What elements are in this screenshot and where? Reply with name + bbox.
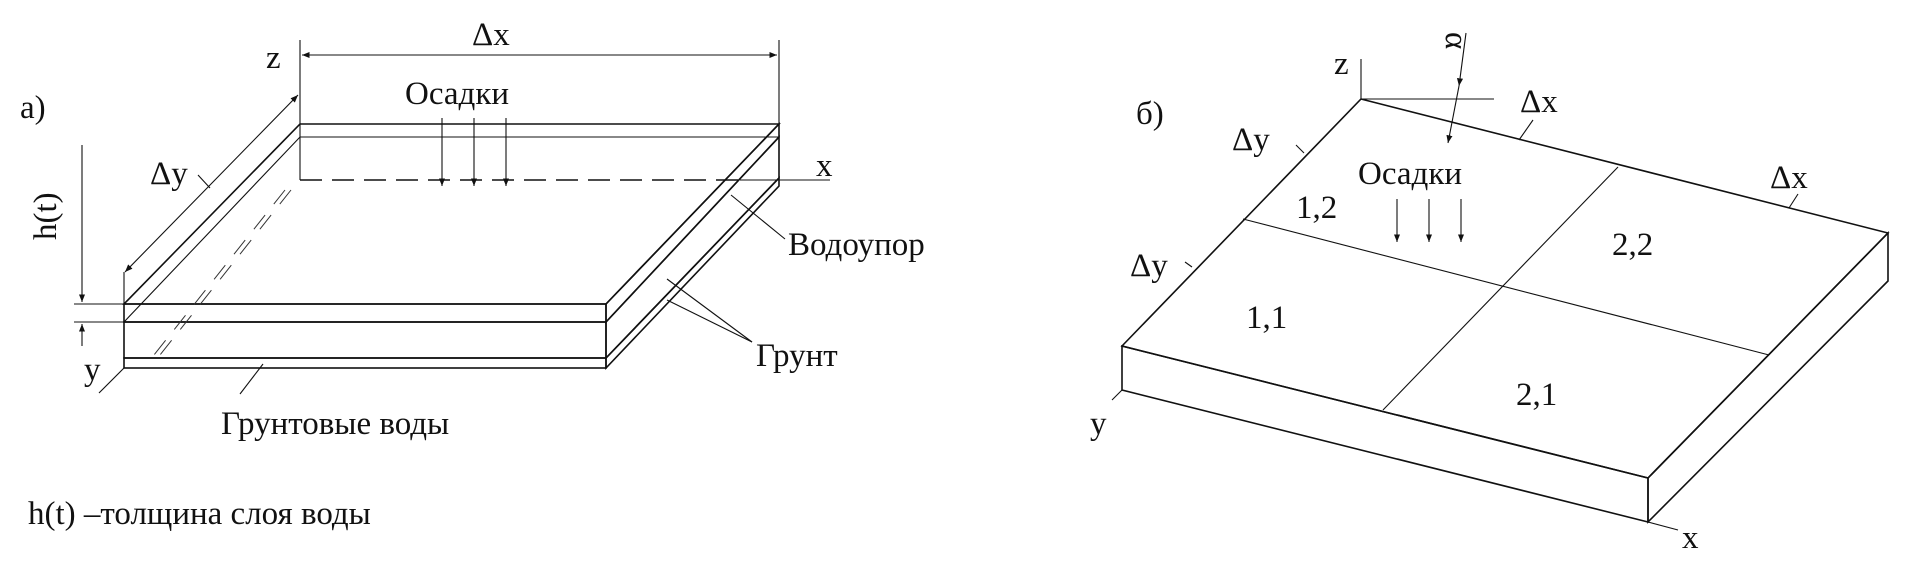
soil-layer-front — [123, 321, 607, 359]
water-surface-line — [123, 136, 779, 323]
groundwater-layer-side — [605, 176, 780, 371]
groundwater-label: Грунтовые воды — [221, 406, 449, 442]
precipitation-label: Осадки — [1358, 156, 1462, 192]
right-face — [1647, 231, 1889, 524]
alpha-arrow — [1456, 32, 1467, 87]
inclined-rain-arrow — [1446, 85, 1460, 144]
top-face — [1120, 98, 1890, 479]
y-axis — [1111, 389, 1123, 401]
h-label: h(t) — [28, 192, 64, 240]
dx-leader — [1518, 119, 1534, 141]
panel-b: б) 1,2 2,2 1,1 2,1 z y x α Δx Δx Δy Δy — [1090, 32, 1890, 556]
soil-leader — [666, 299, 753, 343]
soil-layer-side — [605, 134, 780, 360]
cell-1-1: 1,1 — [1246, 300, 1287, 336]
x-axis-label: x — [1682, 520, 1699, 556]
precipitation-label: Осадки — [405, 76, 509, 112]
h-legend: h(t) –толщина слоя воды — [28, 496, 371, 532]
panel-a-label: а) — [20, 90, 46, 126]
dx-label: Δx — [1520, 84, 1558, 120]
layered-slab — [122, 122, 781, 371]
dx-label-2: Δx — [1770, 160, 1808, 196]
x-axis — [1647, 521, 1679, 531]
aquitard-leader — [730, 194, 786, 240]
dy-dimension — [124, 94, 299, 273]
front-face — [1121, 344, 1649, 524]
grid-line — [1382, 166, 1619, 411]
z-axis-label: z — [266, 40, 281, 76]
panel-b-label: б) — [1136, 96, 1164, 132]
dy-label: Δy — [1232, 122, 1270, 158]
cell-1-2: 1,2 — [1296, 190, 1337, 226]
hidden-edge — [149, 189, 286, 361]
groundwater-layer-front — [123, 357, 607, 369]
hidden-edge — [155, 189, 292, 361]
dx-leader-2 — [1788, 193, 1799, 209]
dy-leader-2 — [1184, 261, 1193, 268]
dy-leader — [1295, 144, 1305, 154]
water-layer-front — [123, 303, 607, 323]
panel-a: а) z x y Δx Δy Осад — [20, 17, 925, 532]
water-layer-side — [605, 122, 780, 325]
grid-line — [1242, 218, 1770, 356]
y-axis — [98, 367, 125, 394]
y-axis-label: y — [84, 352, 101, 388]
soil-leader — [666, 278, 753, 343]
aquitard-label: Водоупор — [788, 227, 925, 263]
dy-leader — [197, 174, 211, 189]
z-axis-label: z — [1334, 46, 1349, 82]
dy-label-2: Δy — [1130, 248, 1168, 284]
alpha-label: α — [1438, 32, 1474, 49]
soil-label: Грунт — [756, 338, 838, 374]
dx-label: Δx — [472, 17, 510, 53]
groundwater-leader — [239, 363, 264, 395]
cell-2-2: 2,2 — [1612, 227, 1653, 263]
y-axis-label: y — [1090, 406, 1107, 442]
dy-label: Δy — [150, 156, 188, 192]
x-axis-label: x — [816, 148, 833, 184]
cell-2-1: 2,1 — [1516, 377, 1557, 413]
